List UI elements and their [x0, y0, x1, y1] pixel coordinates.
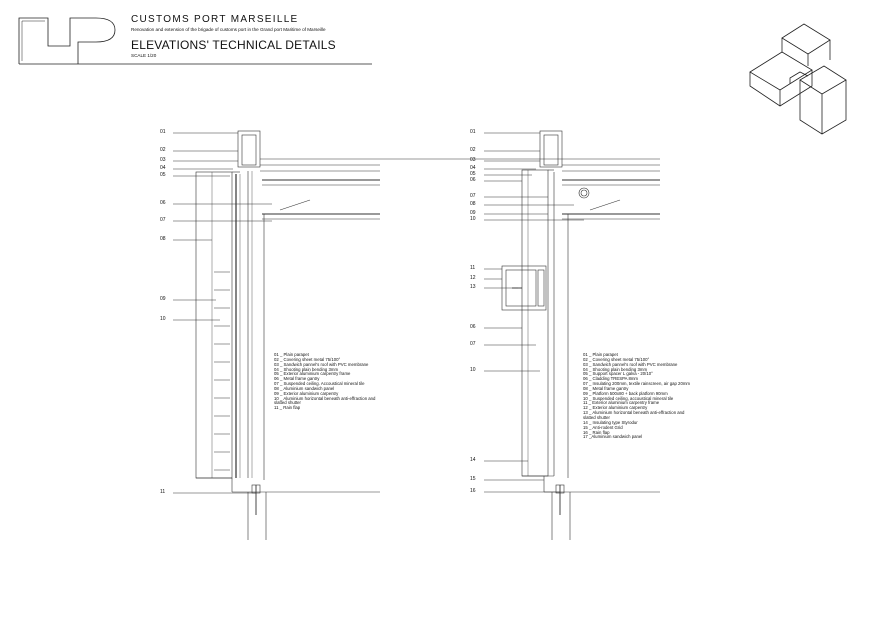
- callout-right-04: 04: [470, 165, 476, 171]
- axonometric-pictogram: [749, 23, 847, 135]
- callout-right-03: 03: [470, 157, 476, 163]
- callout-left-09: 09: [160, 296, 166, 302]
- callout-right-05: 05: [470, 171, 476, 177]
- legend-right-item: 13 _ Aluminium horizontal beneath anti-e…: [583, 410, 685, 420]
- scale-label: SCALE 1/20: [131, 53, 157, 58]
- legend-right-item: 12 _ Exterior aluminium carpentry: [583, 405, 648, 411]
- legend-right-item: 11 _ Exterior aluminium carpentry frame: [583, 400, 660, 406]
- callout-left-04: 04: [160, 165, 166, 171]
- callout-right-15: 15: [470, 476, 476, 482]
- legend-right-item: 06 _ Cladding TRESPA 8mm: [583, 376, 639, 382]
- project-subtitle: Renovation and extension of the brigade …: [131, 27, 326, 32]
- callout-right-11: 11: [470, 265, 476, 271]
- legend-left-item: 01 _ Plain parapet: [274, 352, 309, 357]
- legend-left-item: 11 _ Rain flap: [274, 405, 301, 411]
- legend-left-item: 06 _ Metal frame gantry: [274, 376, 320, 382]
- legend-left-item: 02 _ Covering sheet metal 75/100°: [274, 356, 341, 362]
- callout-right-09: 09: [470, 210, 476, 216]
- callout-left-02: 02: [160, 147, 166, 153]
- legend-left: 01 _ Plain parapet 02 _ Covering sheet m…: [274, 352, 386, 411]
- legend-left-item: 09 _ Exterior aluminium carpentry: [274, 390, 339, 396]
- callout-left-05: 05: [160, 172, 166, 178]
- legend-left-item: 05 _ Exterior aluminium carpentry frame: [274, 371, 351, 377]
- callout-left-07: 07: [160, 217, 166, 223]
- callout-left-11: 11: [160, 489, 166, 495]
- legend-right-item: 14 _ Insulating type Styrodur: [583, 419, 638, 425]
- callout-right-06b: 06: [470, 324, 476, 330]
- callout-left-01: 01: [160, 129, 166, 135]
- legend-left-item: 07 _ Suspended ceiling. Accoustical mine…: [274, 381, 365, 387]
- callout-left-08: 08: [160, 236, 166, 242]
- callout-right-10: 10: [470, 216, 476, 222]
- legend-left-item: 10 _ Aluminium horizontal beneath anti-e…: [274, 395, 376, 406]
- legend-left-item: 08 _ Aluminium sandwich panel: [274, 385, 335, 391]
- legend-right: 01 _ Plain parapet 02 _ Covering sheet m…: [583, 352, 695, 440]
- callout-right-10b: 10: [470, 367, 476, 373]
- callout-left-03: 03: [160, 157, 166, 163]
- legend-right-item: 16 _ Rain flap: [583, 429, 610, 435]
- legend-left-item: 04 _ Shooting plain bending 3mm: [274, 366, 339, 372]
- legend-right-item: 01 _ Plain parapet: [583, 352, 618, 357]
- legend-right-item: 04 _ Shooting plain bending 3mm: [583, 366, 648, 372]
- callout-right-01: 01: [470, 129, 476, 135]
- callout-right-12: 12: [470, 275, 476, 281]
- sheet-title: ELEVATIONS' TECHNICAL DETAILS: [131, 38, 336, 52]
- callout-right-07b: 07: [470, 341, 476, 347]
- legend-right-item: 02 _ Covering sheet metal 75/100°: [583, 356, 650, 362]
- legend-right-item: 07 _ Insulating 200mm, textile rainscree…: [583, 381, 690, 387]
- callout-right-13: 13: [470, 284, 476, 290]
- callout-right-02: 02: [470, 147, 476, 153]
- legend-right-item: 05 _ Support spacer L galva - 20/10°: [583, 371, 653, 377]
- callout-left-10: 10: [160, 316, 166, 322]
- legend-right-item: 15 _ Anti-rodent Grid: [583, 424, 623, 430]
- callout-right-06: 06: [470, 177, 476, 183]
- legend-right-item: 03 _ Sandwich pannel's roof with PVC mem…: [583, 361, 678, 367]
- legend-right-item: 10 _ Suspended ceiling, accoustical mine…: [583, 395, 674, 401]
- legend-right-item: 09 _ Platform 500x80 + back platform 90m…: [583, 390, 668, 396]
- callout-right-16: 16: [470, 488, 476, 494]
- callout-right-14: 14: [470, 457, 476, 463]
- legend-right-item: 17 _Aluminium sandwich panel: [583, 434, 643, 440]
- legend-left-item: 03 _ Sandwich pannel's roof with PVC mem…: [274, 361, 369, 367]
- legend-right-item: 08 _ Metal frame gantry: [583, 385, 629, 391]
- project-name: CUSTOMS PORT MARSEILLE: [131, 14, 299, 25]
- callout-right-08: 08: [470, 201, 476, 207]
- callout-right-07: 07: [470, 193, 476, 199]
- callout-left-06: 06: [160, 200, 166, 206]
